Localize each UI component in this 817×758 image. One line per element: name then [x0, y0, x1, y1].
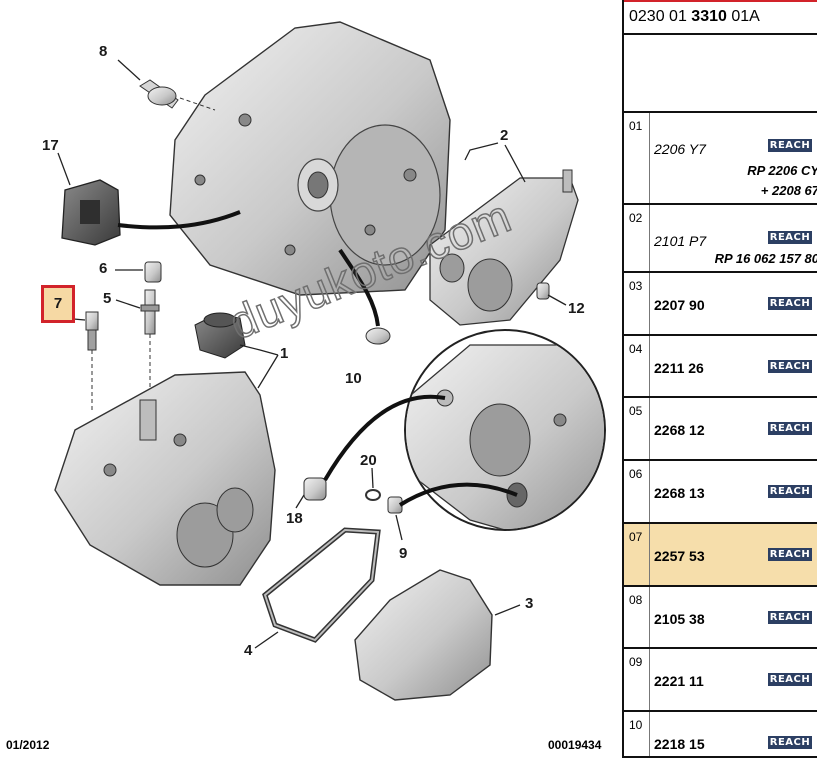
reach-badge[interactable]: REACH: [768, 736, 812, 749]
part-code[interactable]: 2101 P7: [654, 233, 707, 249]
part-row-number: 06: [624, 461, 650, 522]
part-20-ring: [365, 489, 381, 501]
callout-6[interactable]: 6: [99, 260, 108, 277]
callout-7-selected[interactable]: 7: [41, 285, 75, 323]
part-code[interactable]: 2268 12: [654, 422, 705, 438]
side-plate: [429, 169, 579, 326]
part-row-number: 02: [624, 205, 650, 271]
callout-10[interactable]: 10: [345, 370, 362, 387]
reach-badge[interactable]: REACH: [768, 422, 812, 435]
part-17-mount: [61, 179, 241, 246]
callout-8[interactable]: 8: [99, 43, 108, 60]
callout-5[interactable]: 5: [103, 290, 112, 307]
part-7-switch: [85, 311, 99, 410]
callout-18[interactable]: 18: [286, 510, 303, 527]
reach-badge[interactable]: REACH: [768, 231, 812, 244]
reach-badge[interactable]: REACH: [768, 673, 812, 686]
part-code[interactable]: 2221 11: [654, 673, 704, 689]
detail-zoom: [323, 329, 606, 531]
part-code[interactable]: 2206 Y7: [654, 141, 706, 157]
part-8-shaft: [139, 79, 216, 111]
part-row-number: 10: [624, 712, 650, 756]
part-code[interactable]: 2105 38: [654, 611, 705, 627]
clutch-housing: [169, 21, 451, 296]
reach-badge[interactable]: REACH: [768, 139, 812, 152]
part-row-number: 08: [624, 587, 650, 647]
callout-9[interactable]: 9: [399, 545, 408, 562]
diagram-drawing: [54, 21, 606, 701]
footer-image-code: 00019434: [548, 738, 602, 752]
part-12: [536, 282, 550, 300]
exploded-diagram: duyukoto.com 8 17 2 6 5 7 1 12 10 20 18 …: [6, 21, 606, 752]
callout-20[interactable]: 20: [360, 452, 377, 469]
reach-badge[interactable]: REACH: [768, 297, 812, 310]
footer-date: 01/2012: [6, 738, 50, 752]
callout-2[interactable]: 2: [500, 127, 509, 144]
reach-badge[interactable]: REACH: [768, 485, 812, 498]
part-6-sleeve: [144, 261, 162, 283]
part-18-plug: [303, 477, 327, 501]
part-code[interactable]: 2211 26: [654, 360, 704, 376]
reach-badge[interactable]: REACH: [768, 360, 812, 373]
part-3-cover: [354, 569, 493, 701]
part-row-number: 07: [624, 524, 650, 585]
part-code[interactable]: 2268 13: [654, 485, 705, 501]
part-code[interactable]: 2218 15: [654, 736, 705, 752]
part-row-number: 01: [624, 113, 650, 203]
gearbox-body: [54, 371, 276, 586]
ref-part2: 3310: [691, 8, 727, 25]
reach-badge[interactable]: REACH: [768, 611, 812, 624]
callout-1[interactable]: 1: [280, 345, 289, 362]
callout-3[interactable]: 3: [525, 595, 534, 612]
part-row-number: 09: [624, 649, 650, 710]
top-accent-line: [624, 0, 817, 2]
part-10-plug: [338, 248, 391, 345]
callout-12[interactable]: 12: [568, 300, 585, 317]
ref-part3: 01A: [731, 8, 760, 25]
part-row-number: 05: [624, 398, 650, 459]
part-replacement-ref[interactable]: RP 16 062 157 80: [714, 251, 817, 266]
header-blank-area: [624, 35, 817, 113]
part-replacement-ref[interactable]: RP 2206 CY: [747, 163, 817, 178]
part-4-gasket: [262, 527, 381, 643]
part-code[interactable]: 2207 90: [654, 297, 705, 313]
part-code[interactable]: 2257 53: [654, 548, 705, 564]
reach-badge[interactable]: REACH: [768, 548, 812, 561]
callout-4[interactable]: 4: [244, 642, 253, 659]
reference-number: 0230 01 3310 01A: [624, 0, 817, 35]
part-9-plug: [387, 496, 403, 514]
part-replacement-extra[interactable]: + 2208 67: [760, 183, 817, 198]
part-5-sensor: [140, 289, 160, 395]
ref-part1: 0230 01: [629, 8, 687, 25]
callout-17[interactable]: 17: [42, 137, 59, 154]
part-row-number: 03: [624, 273, 650, 334]
part-1-boot: [194, 312, 246, 359]
part-row-number: 04: [624, 336, 650, 396]
